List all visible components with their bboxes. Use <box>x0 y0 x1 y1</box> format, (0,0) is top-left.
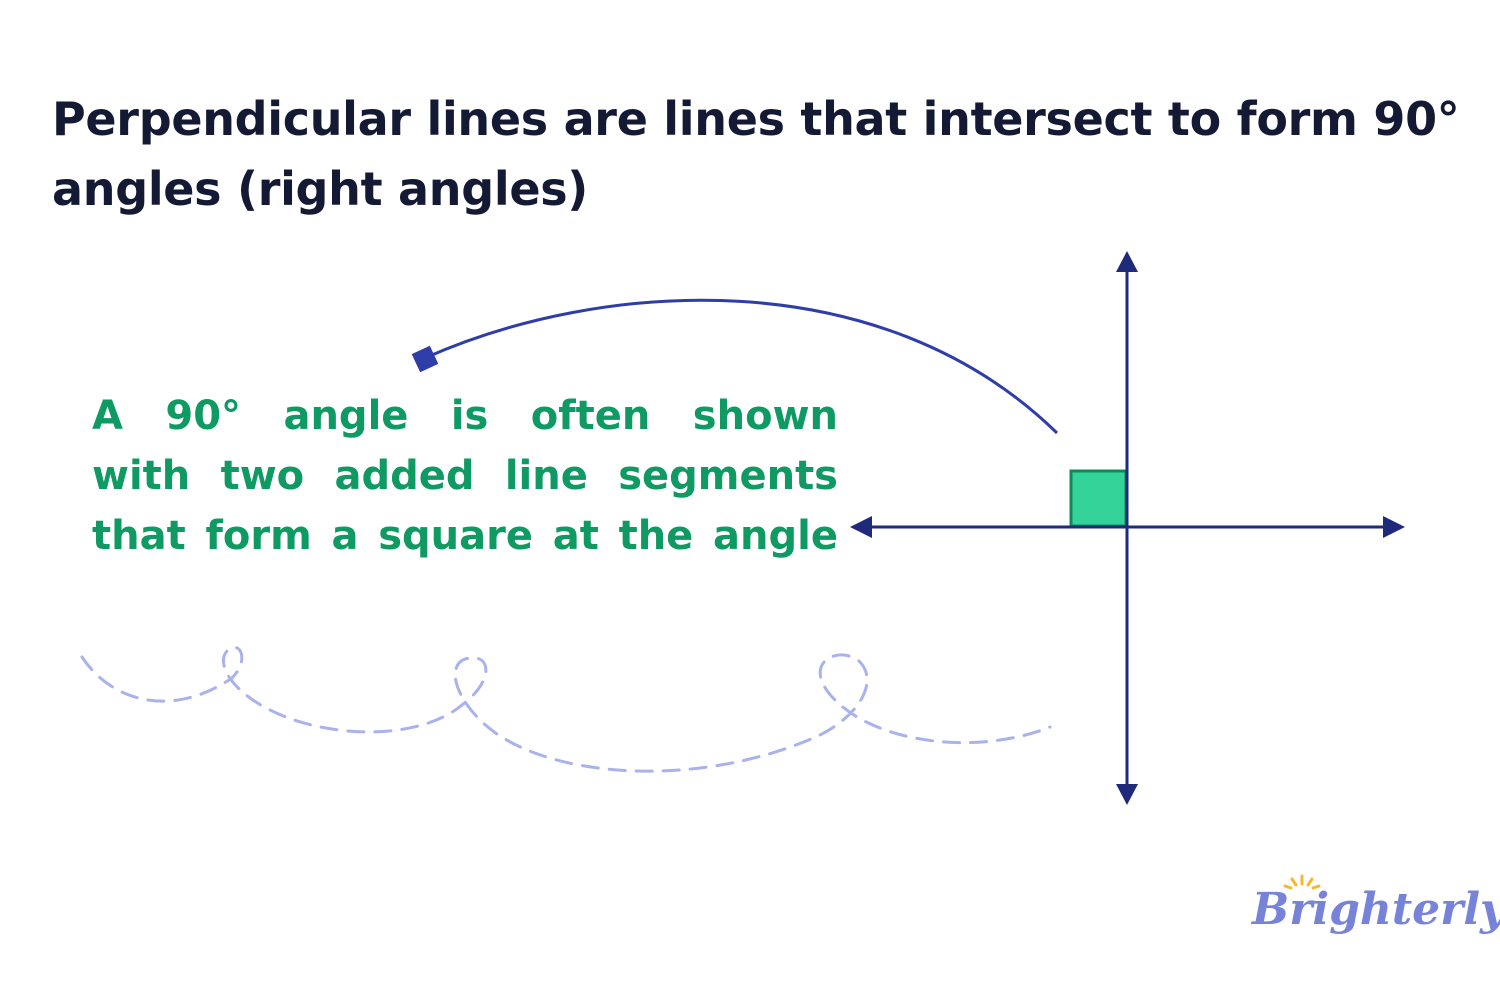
callout-line: that form a square at the angle <box>92 513 838 559</box>
brand-logo: Brighterly <box>1252 884 1500 935</box>
dashed-swirl-decoration <box>80 646 1052 773</box>
triangle-arrow-icon <box>1116 784 1138 805</box>
callout-text: A 90° angle is often shown with two adde… <box>92 386 838 566</box>
triangle-arrow-icon <box>1116 251 1138 272</box>
page-title: Perpendicular lines are lines that inter… <box>52 92 1460 216</box>
sun-rays-icon <box>1283 874 1321 890</box>
callout-line: with two added line segments <box>92 453 838 499</box>
square-pointer-icon <box>411 345 439 373</box>
callout-line: A 90° angle is often shown <box>92 393 838 439</box>
triangle-arrow-icon <box>850 516 872 538</box>
square-marker-icon <box>1069 469 1128 528</box>
triangle-arrow-icon <box>1383 516 1405 538</box>
callout-pointer-arc <box>424 298 1059 435</box>
